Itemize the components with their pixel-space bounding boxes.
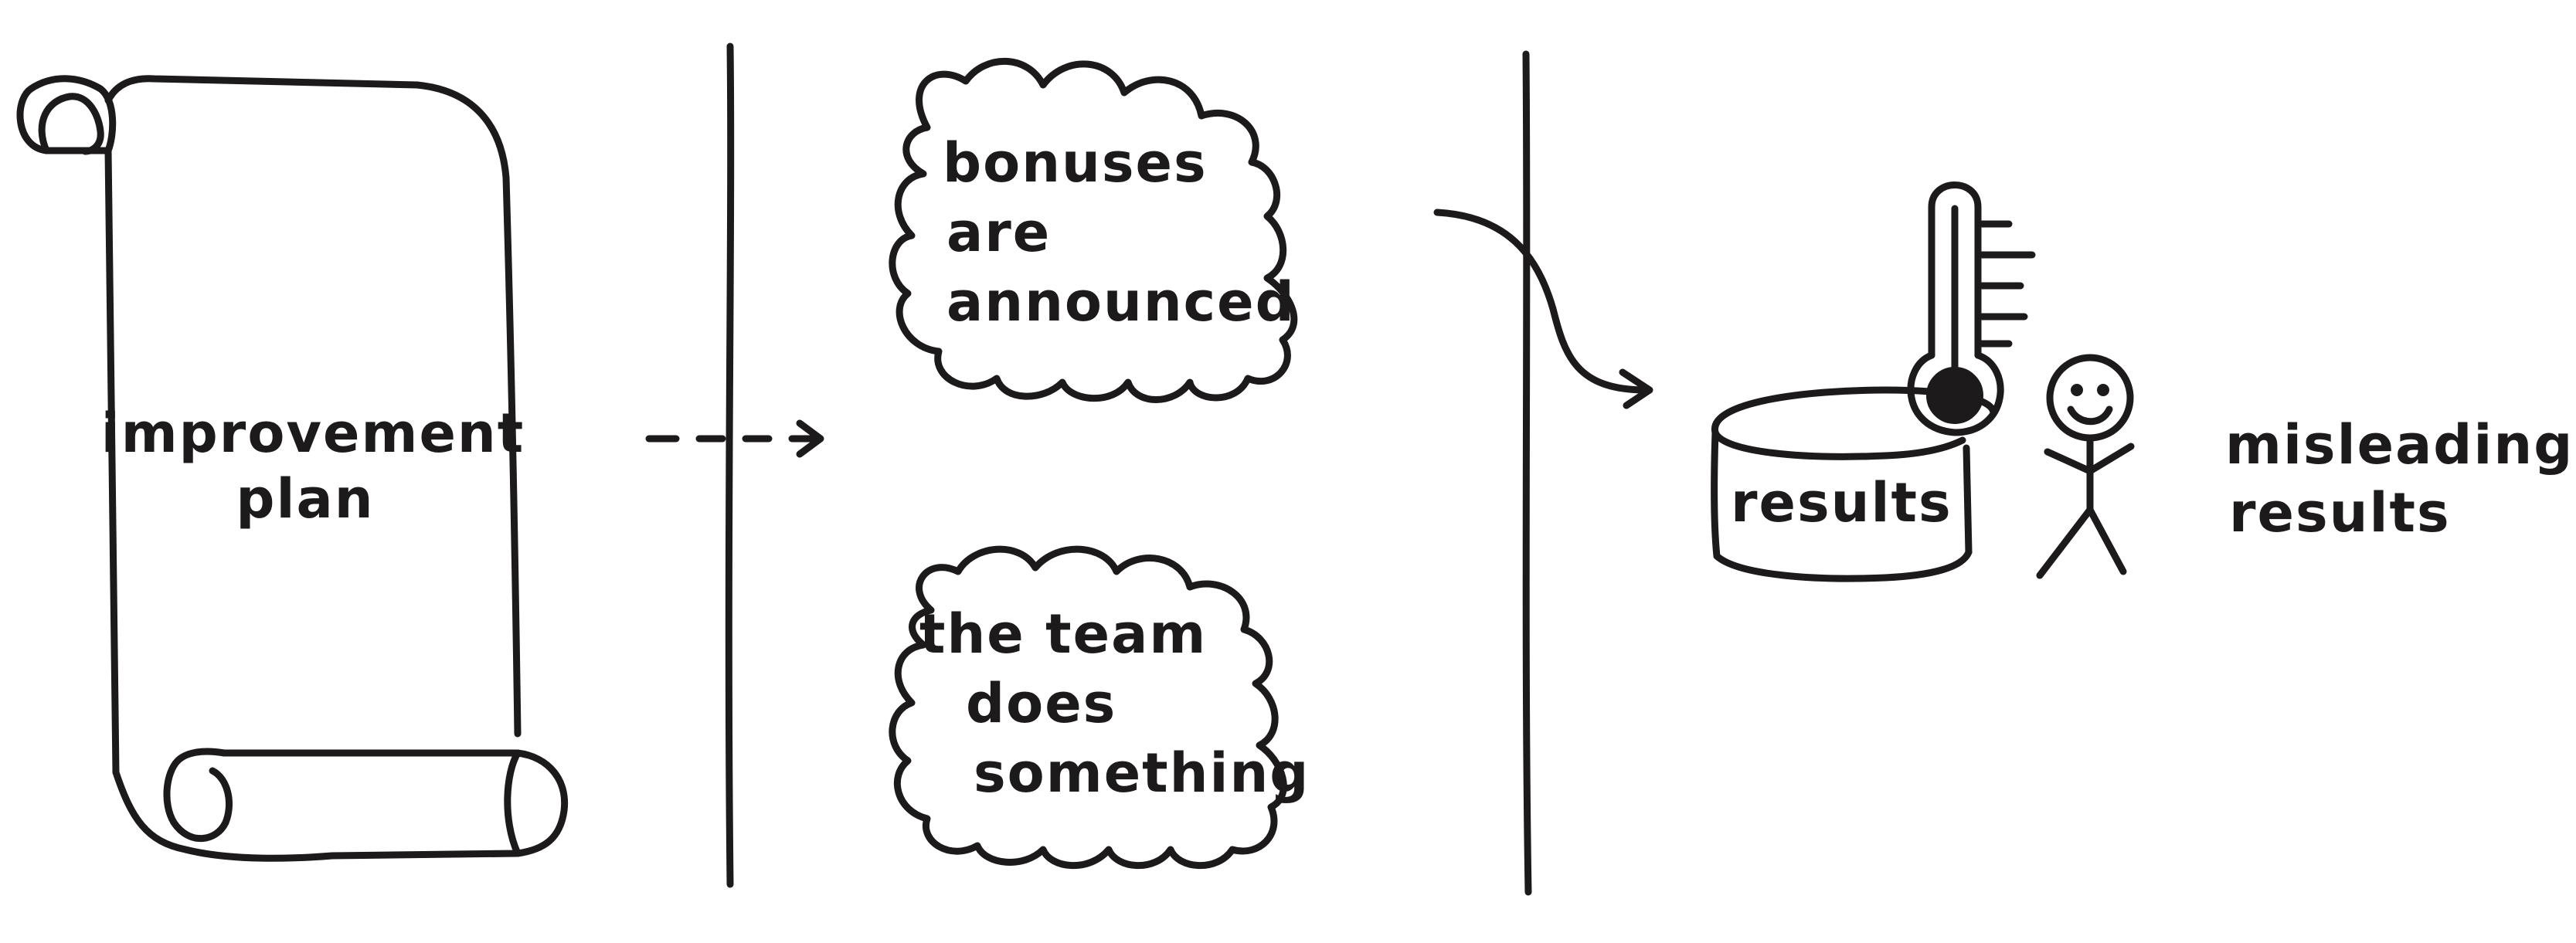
improvement-plan-scroll: improvement plan bbox=[16, 75, 569, 862]
dashed-arrow bbox=[645, 419, 824, 458]
outcome-line-1: misleading bbox=[2225, 413, 2574, 477]
thermometer-icon bbox=[1907, 181, 2036, 436]
cloud-bottom-line-3: something bbox=[974, 741, 1310, 805]
scroll-text-line-1: improvement bbox=[101, 402, 525, 465]
results-drum: results bbox=[1711, 386, 1997, 582]
cloud-top-line-2: are bbox=[946, 201, 1051, 264]
cloud-top-line-3: announced bbox=[946, 270, 1296, 334]
outcome-label: misleading results bbox=[2225, 413, 2574, 544]
cloud-team-does-something: the team does something bbox=[889, 545, 1310, 870]
stick-figure-icon bbox=[2036, 354, 2135, 579]
outcome-line-2: results bbox=[2229, 481, 2451, 544]
cloud-bottom-line-2: does bbox=[966, 672, 1116, 735]
scroll-text-line-2: plan bbox=[236, 467, 374, 531]
cloud-bonuses-announced: bonuses are announced bbox=[889, 57, 1298, 403]
divider-right bbox=[1522, 50, 1532, 896]
cloud-bottom-line-1: the team bbox=[919, 602, 1207, 666]
cloud-top-line-1: bonuses bbox=[943, 131, 1208, 195]
curved-arrow bbox=[1433, 209, 1653, 409]
drum-label: results bbox=[1731, 471, 1952, 534]
divider-left bbox=[725, 42, 735, 888]
